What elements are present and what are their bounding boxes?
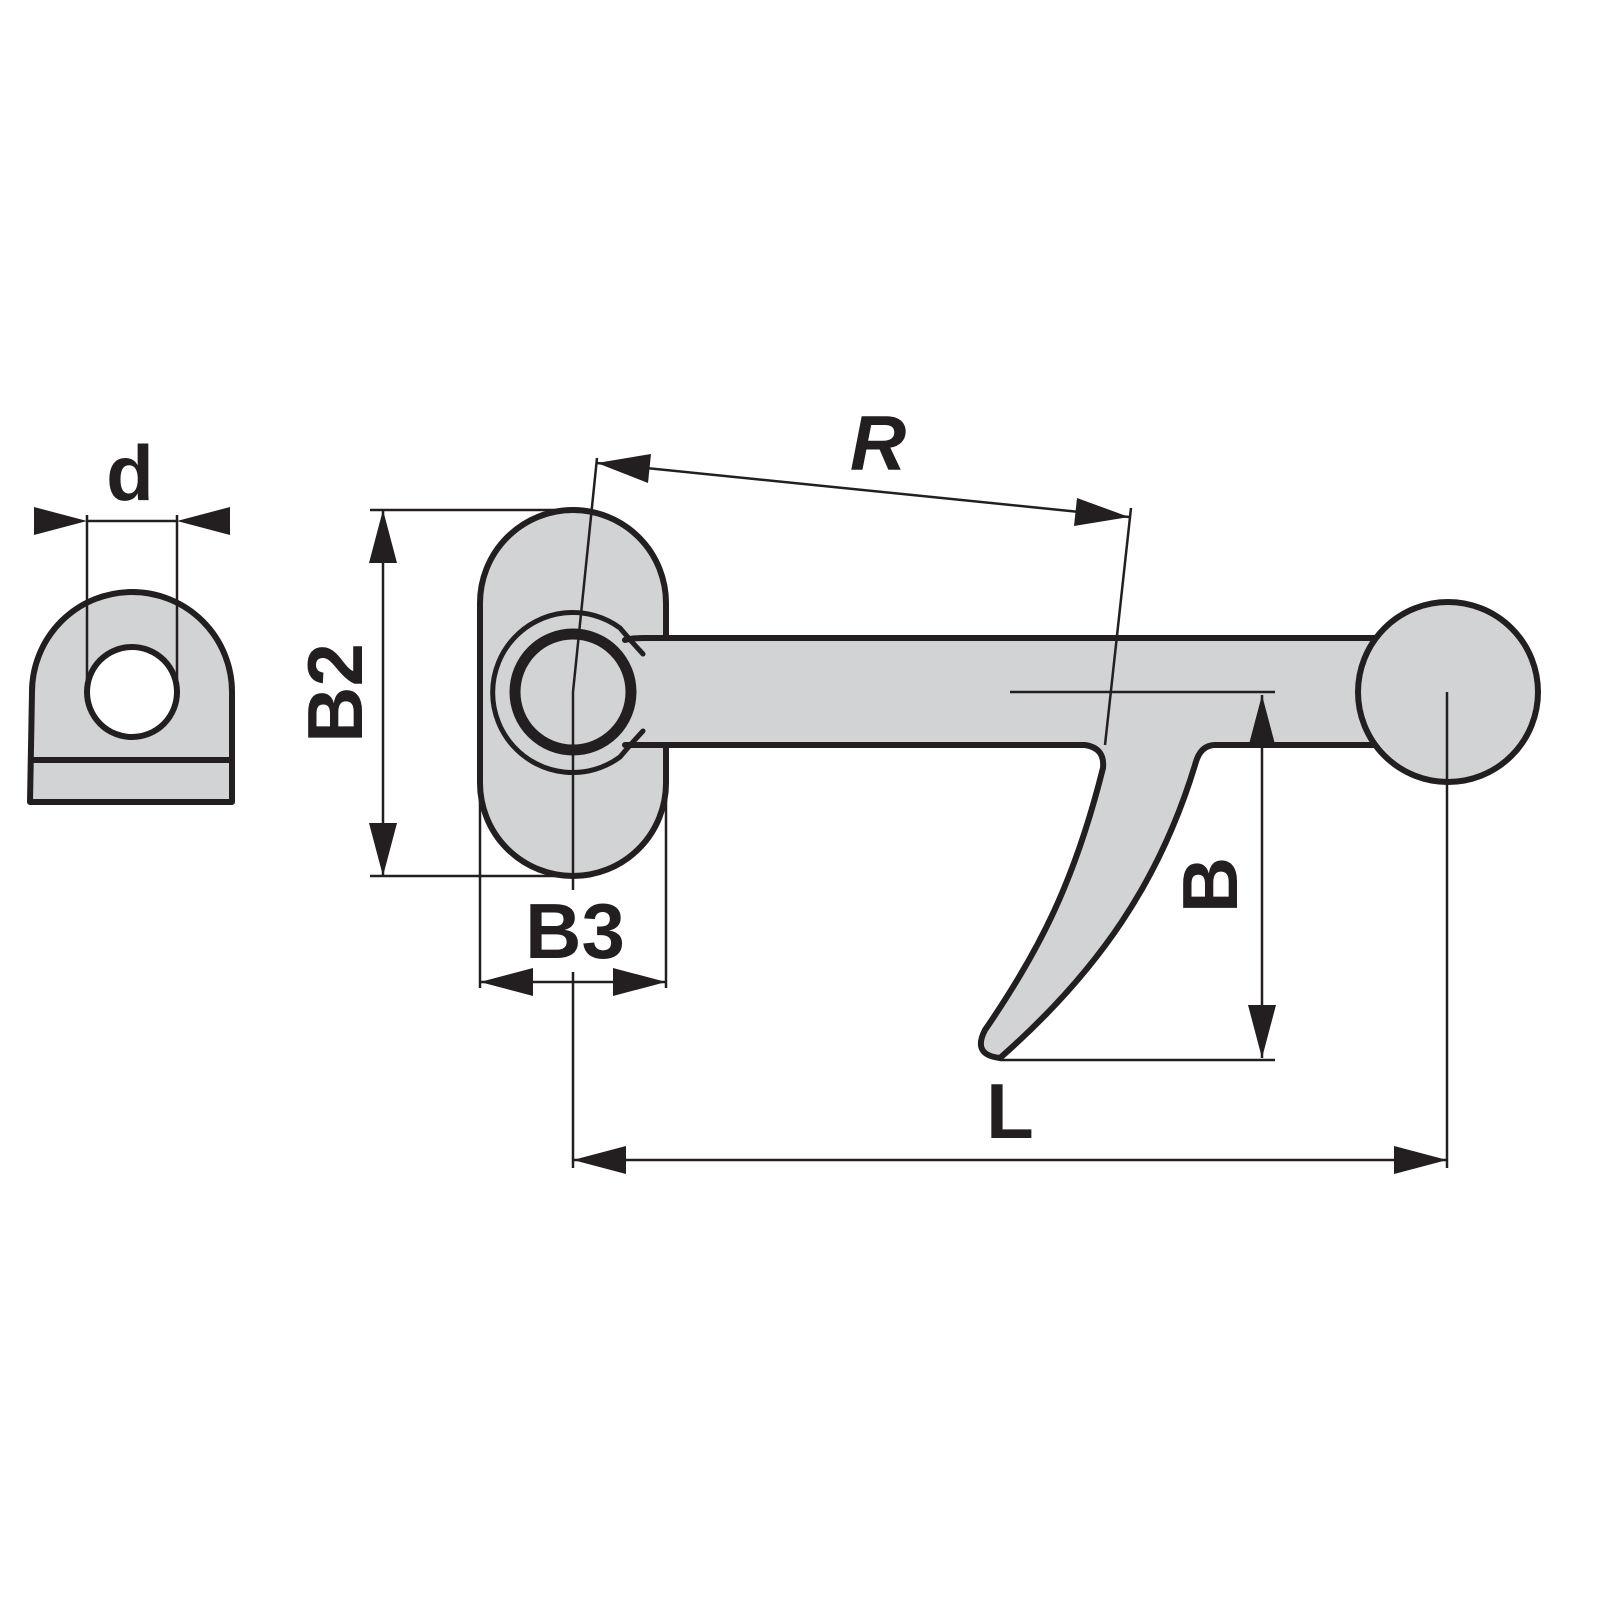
- label-b: B: [1166, 857, 1254, 913]
- dimension-b2: B2: [291, 508, 573, 878]
- dimension-b: B: [1000, 695, 1276, 1062]
- label-b2: B2: [291, 643, 379, 743]
- label-d: d: [106, 429, 154, 517]
- eye-hole: [84, 644, 180, 740]
- dimension-d: d: [34, 429, 230, 692]
- label-b3: B3: [525, 887, 625, 975]
- label-r: R: [850, 399, 906, 487]
- dimension-l: L: [571, 692, 1449, 1174]
- dimension-b3: B3: [478, 783, 668, 996]
- dimension-r: R: [596, 399, 1133, 746]
- center-lines: [571, 457, 1275, 890]
- label-l: L: [986, 1067, 1034, 1155]
- outer-ring: [490, 610, 646, 775]
- eye-side-view: [27, 589, 235, 805]
